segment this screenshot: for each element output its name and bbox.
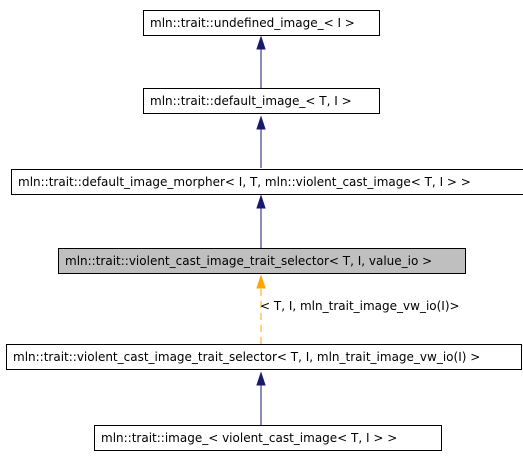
node-undefined-image[interactable]: mln::trait::undefined_image_< I > <box>143 10 380 36</box>
node-default-image-morpher[interactable]: mln::trait::default_image_morpher< I, T,… <box>11 169 523 195</box>
node-selector-vw-io[interactable]: mln::trait::violent_cast_image_trait_sel… <box>6 344 522 370</box>
arrowhead-morpher <box>256 194 266 209</box>
node-selector-value-io: mln::trait::violent_cast_image_trait_sel… <box>58 248 466 274</box>
node-image[interactable]: mln::trait::image_< violent_cast_image< … <box>94 425 442 451</box>
node-default-image[interactable]: mln::trait::default_image_< T, I > <box>143 88 380 114</box>
edge-label-template-args: < T, I, mln_trait_image_vw_io(I)> <box>260 299 460 313</box>
arrowhead-template <box>256 274 266 289</box>
arrowhead-selector-vw <box>256 371 266 386</box>
arrowhead-undefined <box>256 35 266 50</box>
arrowhead-default <box>256 115 266 130</box>
